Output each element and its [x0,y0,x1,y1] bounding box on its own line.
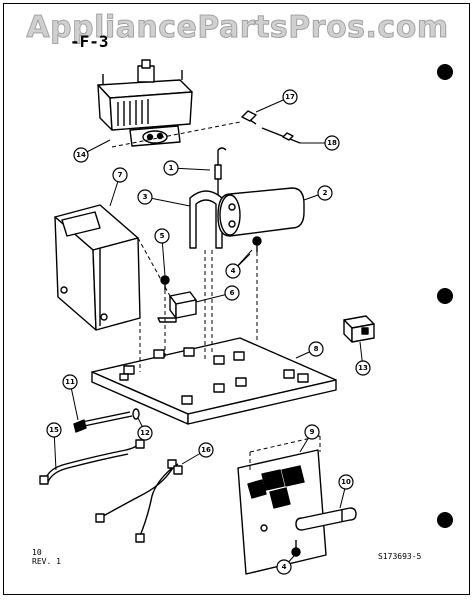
callout-17: 17 [282,89,298,105]
svg-text:13: 13 [358,364,368,372]
thermal-switch-part [241,110,257,125]
svg-text:7: 7 [118,171,123,179]
callout-13: 13 [355,360,371,376]
screw-part-lower [291,540,301,557]
callout-7: 7 [112,167,128,183]
magnetron-part [97,59,193,147]
page-number: 10 [32,548,42,557]
svg-text:5: 5 [160,232,165,240]
high-voltage-fuse-part [214,147,227,195]
wire-harness-part-fifteen [39,439,145,485]
callout-1: 1 [163,160,179,176]
callout-10: 10 [338,474,354,490]
binder-hole-middle [437,288,453,304]
screw-part-upper [252,236,262,252]
callout-8: 8 [308,341,324,357]
revision-label: REV. 1 [32,557,61,566]
diode-part [157,291,197,323]
callout-5: 5 [154,228,170,244]
svg-text:8: 8 [314,345,319,353]
svg-text:15: 15 [49,426,59,434]
transformer-part [54,204,141,331]
callout-18: 18 [324,135,340,151]
fuse-part [295,507,357,531]
capacitor-part [217,187,305,237]
svg-text:12: 12 [140,429,150,437]
callout-11: 11 [62,374,78,390]
callout-12: 12 [137,425,153,441]
callout-15: 15 [46,422,62,438]
part-code: S173693-5 [378,552,422,561]
svg-text:17: 17 [285,93,295,101]
svg-text:14: 14 [76,151,86,159]
callout-3: 3 [137,189,153,205]
svg-text:3: 3 [143,193,148,201]
callout-9: 9 [304,424,320,440]
svg-text:2: 2 [323,189,328,197]
fuse-board-part [237,449,327,575]
wire-lead-part [261,127,301,144]
callout-4-lower: 4 [276,559,292,575]
svg-text:10: 10 [341,478,351,486]
callout-16: 16 [198,442,214,458]
svg-text:4: 4 [231,267,236,275]
callout-2: 2 [317,185,333,201]
watermark: AppliancePartsPros.com [26,10,449,46]
callout-6: 6 [224,285,240,301]
terminal-block-part [343,315,375,343]
washer-part [132,408,140,420]
svg-text:16: 16 [201,446,211,454]
capacitor-bracket-part [189,190,223,249]
svg-text:11: 11 [65,378,75,386]
binder-hole-bottom [437,512,453,528]
mounting-plate-part [91,337,337,425]
svg-text:18: 18 [327,139,337,147]
diagram-frame [3,3,470,595]
svg-text:4: 4 [282,563,287,571]
svg-text:6: 6 [230,289,235,297]
mounting-screw-part [73,411,133,433]
callout-14: 14 [73,147,89,163]
callout-4-upper: 4 [225,263,241,279]
svg-text:1: 1 [169,164,174,172]
binder-hole-top [437,64,453,80]
footer-page-info: 10 REV. 1 [32,548,61,566]
svg-text:9: 9 [310,428,315,436]
callout-group: 1 2 3 4 4 5 6 7 8 9 10 11 12 13 14 15 16… [46,89,371,575]
wire-harness-part-sixteen [95,459,183,543]
figure-label: -F-3 [70,32,109,51]
